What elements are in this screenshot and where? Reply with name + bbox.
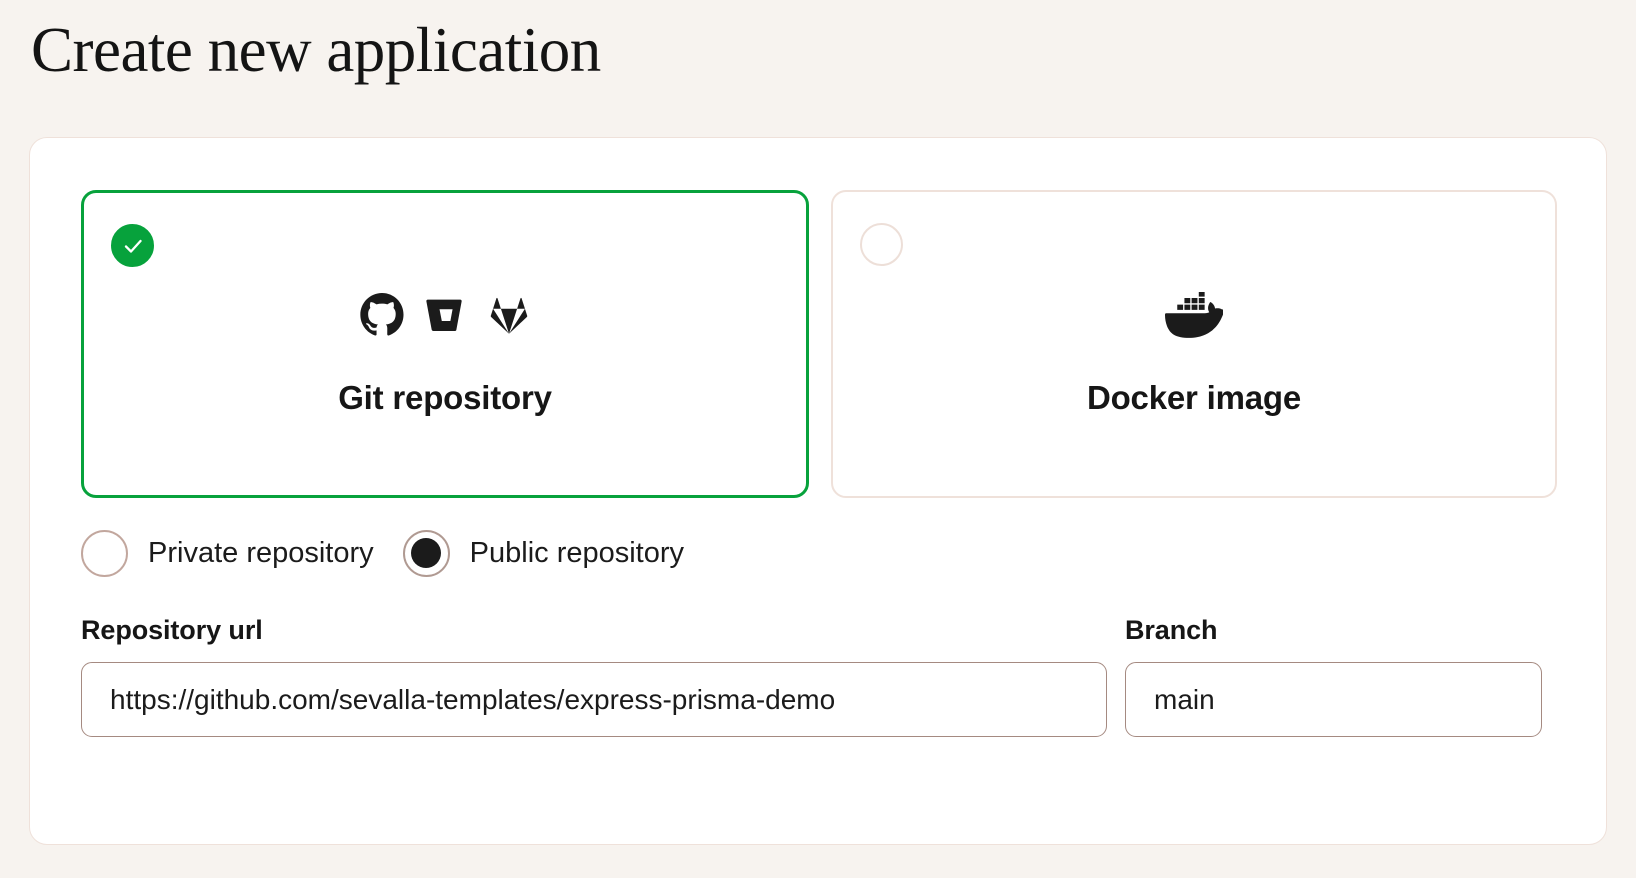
empty-circle-icon xyxy=(860,223,903,266)
docker-icon xyxy=(1165,292,1223,338)
radio-circle-icon xyxy=(402,529,450,577)
repository-url-input[interactable] xyxy=(81,662,1107,737)
branch-input[interactable] xyxy=(1125,662,1542,737)
application-source-panel: Git repository Docker image xyxy=(29,137,1607,845)
field-branch: Branch xyxy=(1125,614,1542,737)
repository-visibility-group: Private repository Public repository xyxy=(81,528,684,578)
gitlab-icon xyxy=(487,293,531,337)
docker-provider-icons xyxy=(1165,284,1223,346)
label-branch: Branch xyxy=(1125,615,1218,645)
radio-dot xyxy=(411,538,442,568)
label-repository-url: Repository url xyxy=(81,615,263,645)
radio-option-private-repository[interactable]: Private repository xyxy=(81,528,374,578)
radio-option-public-repository[interactable]: Public repository xyxy=(402,528,685,578)
source-card-git-repository[interactable]: Git repository xyxy=(81,190,809,498)
github-icon xyxy=(359,292,405,338)
field-repository-url: Repository url xyxy=(81,614,1107,737)
page-title: Create new application xyxy=(31,15,601,85)
check-icon xyxy=(111,224,154,267)
source-card-label-docker-image: Docker image xyxy=(1086,379,1302,416)
bitbucket-icon xyxy=(425,294,467,336)
radio-circle-icon xyxy=(81,529,128,577)
source-card-docker-image[interactable]: Docker image xyxy=(831,190,1557,498)
radio-label-private-repository: Private repository xyxy=(148,537,374,569)
repository-form: Repository url Branch xyxy=(81,614,1542,737)
radio-label-public-repository: Public repository xyxy=(469,537,685,569)
source-card-label-git-repository: Git repository xyxy=(338,379,552,416)
git-provider-icons xyxy=(359,284,531,346)
source-type-cards: Git repository Docker image xyxy=(81,190,1557,498)
